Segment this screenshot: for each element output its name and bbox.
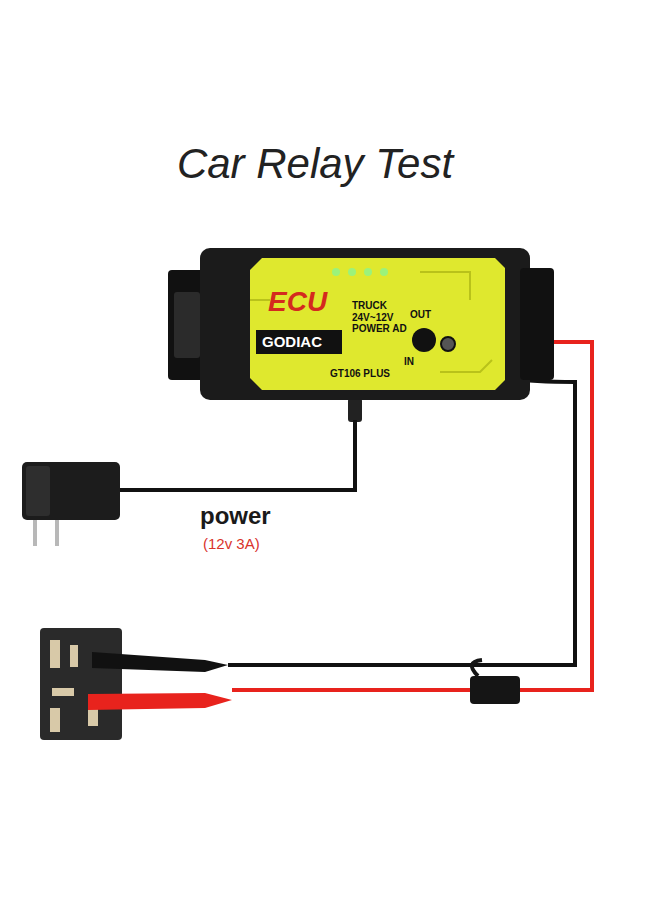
relay	[40, 628, 122, 740]
led	[348, 268, 356, 276]
switch-label: OUT	[410, 309, 431, 321]
relay-pin	[50, 708, 60, 732]
model-mark: ECU	[268, 286, 327, 318]
obd-connector	[520, 268, 554, 380]
adapter-prong	[55, 520, 59, 546]
switch-knob	[412, 328, 436, 352]
led	[364, 268, 372, 276]
adapter-prong	[33, 520, 37, 546]
device-face	[250, 258, 505, 390]
relay-pin	[70, 645, 78, 667]
device-body	[200, 248, 530, 400]
power-label: power	[200, 502, 271, 530]
brand-name: GODIAC	[262, 333, 322, 350]
led	[380, 268, 388, 276]
model-name: GT106 PLUS	[330, 368, 390, 380]
mode-label: TRUCK 24V~12V POWER AD	[352, 300, 414, 335]
relay-pin	[52, 688, 74, 696]
adapter-face	[26, 466, 50, 516]
power-cable	[120, 420, 355, 490]
red-clip	[88, 693, 232, 710]
power-spec: (12v 3A)	[203, 535, 260, 552]
switch-label: IN	[404, 356, 414, 368]
power-adapter	[22, 462, 120, 520]
circuit-decor	[250, 272, 492, 372]
fuse-holder	[470, 676, 520, 704]
fuse-cap	[472, 660, 482, 676]
power-socket	[441, 337, 455, 351]
led	[332, 268, 340, 276]
brand-band	[256, 330, 342, 354]
black-clip	[92, 652, 228, 672]
strain-relief	[348, 398, 362, 422]
relay-pin	[50, 640, 60, 668]
title: Car Relay Test	[0, 140, 630, 188]
obd-socket	[174, 292, 200, 358]
